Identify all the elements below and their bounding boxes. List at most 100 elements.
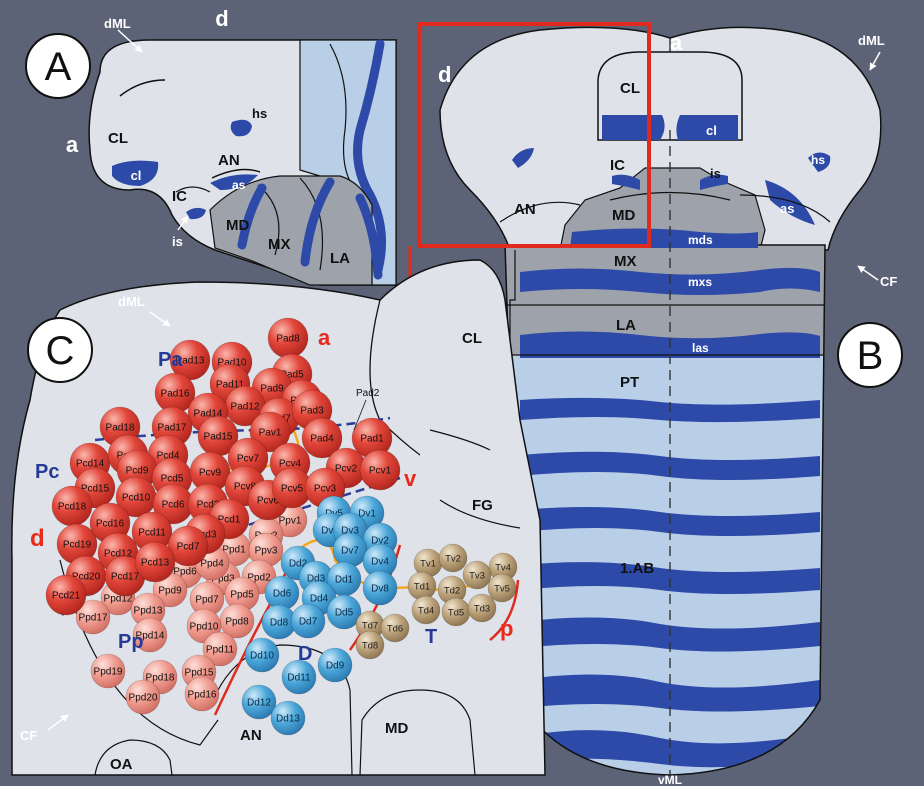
panel-b-pt: PT bbox=[620, 374, 639, 391]
neuroblast-label: Pad17 bbox=[158, 423, 187, 434]
panel-c-cf: CF bbox=[20, 728, 37, 743]
panel-b-cl-label: CL bbox=[620, 80, 640, 97]
panel-a-cl-label: CL bbox=[108, 130, 128, 147]
neuroblast-label: Pcv5 bbox=[281, 484, 304, 495]
neuroblast-label: Ppd13 bbox=[134, 606, 163, 617]
neuroblast-label: Dd1 bbox=[335, 575, 354, 586]
neuroblast-label: Pad3 bbox=[300, 406, 324, 417]
neuroblast-label: Td2 bbox=[444, 586, 460, 597]
neuroblast-label: Ppd4 bbox=[200, 559, 224, 570]
region-pa: Pa bbox=[158, 349, 183, 371]
neuroblast-label: Tv2 bbox=[445, 554, 461, 565]
region-pc: Pc bbox=[35, 461, 59, 483]
panel-a-is: is bbox=[172, 234, 183, 249]
panel-b-md: MD bbox=[612, 207, 635, 224]
panel-a-hs: hs bbox=[252, 106, 267, 121]
neuroblast-label: Pad18 bbox=[106, 423, 135, 434]
neuroblast-label: Td8 bbox=[362, 641, 378, 652]
neuroblast-label: Dd9 bbox=[326, 661, 345, 672]
neuroblast-label: Dv7 bbox=[341, 546, 359, 557]
neuroblast-label: Ppv3 bbox=[255, 546, 278, 557]
neuroblast-label: Dd4 bbox=[310, 594, 329, 605]
neuroblast-tv3: Tv3 bbox=[463, 561, 491, 589]
panel-b-las: las bbox=[692, 341, 709, 355]
panel-a-label: A bbox=[45, 45, 72, 89]
neuroblast-pcd21: Pcd21 bbox=[46, 575, 86, 615]
neuroblast-label: Pcd7 bbox=[177, 542, 200, 553]
neuroblast-label: Td6 bbox=[387, 624, 403, 635]
neuroblast-label: Ppd7 bbox=[195, 595, 219, 606]
panel-b-ab: 1.AB bbox=[620, 560, 654, 577]
neuroblast-label: Ppd16 bbox=[188, 690, 217, 701]
panel-a-cl-sub: cl bbox=[131, 168, 142, 183]
neuroblast-dv8: Dv8 bbox=[363, 571, 397, 605]
panel-b-hs: hs bbox=[811, 153, 825, 167]
neuroblast-dd9: Dd9 bbox=[318, 648, 352, 682]
neuroblast-label: Dv8 bbox=[371, 584, 389, 595]
neuroblast-label: Pcd21 bbox=[52, 591, 81, 602]
neuroblast-label: Pcv9 bbox=[199, 468, 222, 479]
neuroblast-tv2: Tv2 bbox=[439, 544, 467, 572]
neuroblast-ppd19: Ppd19 bbox=[91, 654, 125, 688]
neuroblast-td4: Td4 bbox=[412, 596, 440, 624]
neuroblast-td1: Td1 bbox=[408, 572, 436, 600]
neuroblast-label: Ppd11 bbox=[206, 645, 235, 656]
region-d: D bbox=[298, 643, 312, 665]
neuroblast-label: Dd8 bbox=[270, 618, 289, 629]
neuroblast-dd13: Dd13 bbox=[271, 701, 305, 735]
panel-a-an: AN bbox=[218, 152, 240, 169]
neuroblast-label: Pcv7 bbox=[237, 454, 260, 465]
neuroblast-label: Tv3 bbox=[469, 571, 485, 582]
neuroblast-label: Ppd9 bbox=[158, 586, 182, 597]
neuroblast-td6: Td6 bbox=[381, 614, 409, 642]
neuroblast-td3: Td3 bbox=[468, 594, 496, 622]
neuroblast-label: Pcd11 bbox=[138, 528, 166, 539]
neuroblast-label: Ppd10 bbox=[190, 622, 219, 633]
neuroblast-label: Pcd18 bbox=[58, 502, 87, 513]
neuroblast-label: Td1 bbox=[414, 582, 430, 593]
neuroblast-label: Td5 bbox=[448, 608, 464, 619]
neuroblast-label: Tv5 bbox=[494, 584, 510, 595]
panel-b-cf: CF bbox=[880, 274, 897, 289]
panel-b-mds: mds bbox=[688, 233, 713, 247]
panel-b-a: a bbox=[670, 30, 683, 55]
axis-a: a bbox=[318, 325, 331, 350]
neuroblast-dd10: Dd10 bbox=[245, 638, 279, 672]
neuroblast-label: Pad8 bbox=[276, 334, 300, 345]
neuroblast-label: Pad4 bbox=[310, 434, 334, 445]
panel-c-label: C bbox=[46, 329, 75, 373]
panel-a-ic: IC bbox=[172, 188, 187, 205]
panel-b-vml: vML bbox=[658, 773, 682, 786]
neuroblast-label: Ppd5 bbox=[230, 590, 254, 601]
neuroblast-label: Td7 bbox=[362, 621, 378, 632]
neuroblast-pcd18: Pcd18 bbox=[52, 486, 92, 526]
neuroblast-pcd13: Pcd13 bbox=[135, 542, 175, 582]
panel-a-as: as bbox=[232, 178, 246, 192]
neuroblast-label: Td4 bbox=[418, 606, 434, 617]
neuroblast-label: Dd13 bbox=[276, 714, 300, 725]
panel-c-oa: OA bbox=[110, 756, 133, 773]
neuroblast-label: Pcd14 bbox=[76, 459, 105, 470]
axis-p: p bbox=[500, 616, 513, 641]
neuroblast-label: Tv4 bbox=[495, 563, 511, 574]
neuroblast-ppd16: Ppd16 bbox=[185, 677, 219, 711]
pad2-callout: Pad2 bbox=[356, 388, 380, 399]
neuroblast-label: Pcd6 bbox=[162, 500, 185, 511]
panel-a-la: LA bbox=[330, 250, 350, 267]
panel-c-an: AN bbox=[240, 727, 262, 744]
neuroblast-pad8: Pad8 bbox=[268, 318, 308, 358]
panel-c-cl: CL bbox=[462, 330, 482, 347]
neuroblast-label: Td3 bbox=[474, 604, 490, 615]
neuroblast-dd12: Dd12 bbox=[242, 685, 276, 719]
neuroblast-label: Pcd5 bbox=[161, 474, 184, 485]
region-t: T bbox=[425, 626, 437, 648]
panel-b-dml: dML bbox=[858, 33, 885, 48]
panel-b-ic: IC bbox=[610, 157, 625, 174]
neuroblast-label: Pcd10 bbox=[122, 493, 151, 504]
panel-b-mxs: mxs bbox=[688, 275, 712, 289]
region-pp: Pp bbox=[118, 631, 144, 653]
panel-a-a: a bbox=[66, 132, 79, 157]
neuroblast-label: Ppd20 bbox=[129, 693, 158, 704]
neuroblast-label: Pcd16 bbox=[96, 519, 125, 530]
panel-b-cl-blob bbox=[602, 115, 665, 140]
